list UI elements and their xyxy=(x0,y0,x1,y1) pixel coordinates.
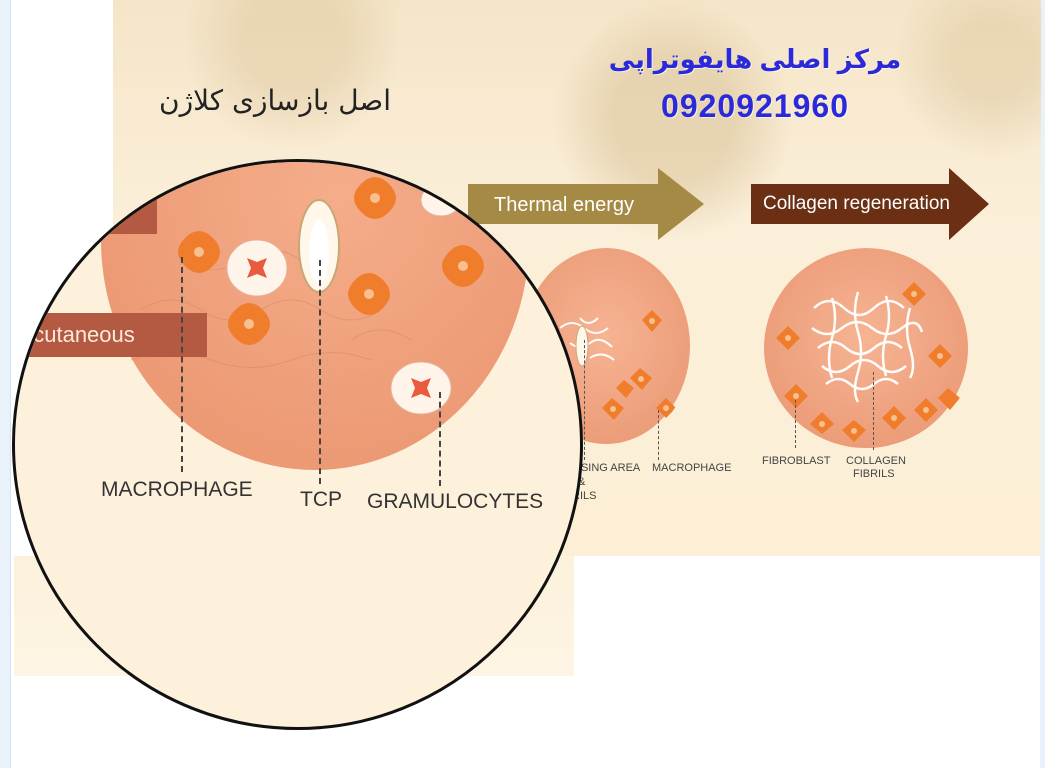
zoom-magnifier-circle: bcutaneous MACROPHAGE TCP GRAMULOCYTES xyxy=(12,159,583,730)
zoom-macrophage-label: MACROPHAGE xyxy=(101,478,253,501)
zoom-tcp-leader xyxy=(319,260,321,484)
middle-macrophage-label: MACROPHAGE xyxy=(652,462,732,474)
collagen-label: COLLAGEN xyxy=(846,455,906,467)
right-page-border xyxy=(1040,0,1045,768)
fibroblast-leader xyxy=(795,400,796,448)
focusing-area-leader xyxy=(584,340,585,460)
middle-macrophage-leader xyxy=(658,410,659,460)
clinic-phone: 0920921960 xyxy=(661,88,849,124)
left-page-border xyxy=(0,0,11,768)
fibrils-label-right: FIBRILS xyxy=(853,468,895,480)
collagen-regeneration-arrow xyxy=(751,168,989,240)
collagen-regeneration-label: Collagen regeneration xyxy=(763,193,950,214)
zoom-tcp-label: TCP xyxy=(300,488,342,511)
magnified-tissue xyxy=(101,162,529,470)
zoom-macrophage-leader xyxy=(181,257,183,472)
zoom-granulocytes-leader xyxy=(439,392,441,486)
zoom-granulocytes-label: GRAMULOCYTES xyxy=(367,490,544,513)
page-heading: اصل بازسازی کلاژن xyxy=(159,84,391,117)
regenerated-collagen-circle xyxy=(764,248,968,448)
collagen-fibrils-leader xyxy=(873,372,874,450)
focusing-amp-label: & xyxy=(578,476,586,488)
fibroblast-label: FIBROBLAST xyxy=(762,455,831,467)
clinic-name: مرکز اصلی هایفوتراپی xyxy=(608,44,902,74)
subcutaneous-layer-tab: bcutaneous xyxy=(15,313,207,357)
focusing-area-label: USING AREA xyxy=(573,462,641,474)
thermal-energy-label: Thermal energy xyxy=(494,194,635,216)
